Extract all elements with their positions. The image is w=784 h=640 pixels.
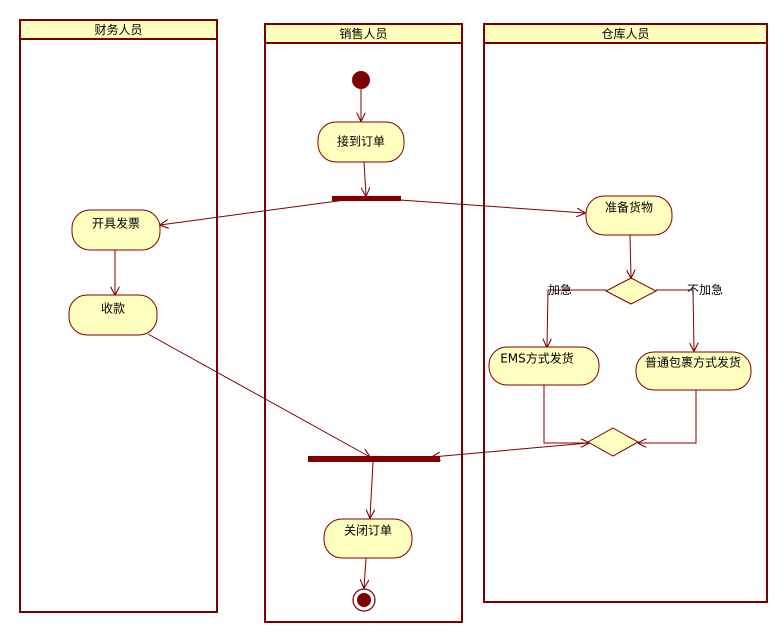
flow-fork-to-prepare [399,199,585,213]
lane-warehouse-body [483,23,768,603]
action-prepare-goods-label: 准备货物 [605,200,653,215]
final-node [352,588,376,612]
join-bar [308,456,440,462]
guard-not-urgent: 不加急 [687,282,723,297]
action-ems-ship: EMS方式发货 [488,346,600,386]
flow-receive-to-fork [364,161,366,196]
action-close-order: 关闭订单 [323,518,413,559]
fork-bar [332,196,401,201]
initial-node [352,71,370,89]
action-normal-ship-label: 普通包裹方式发货 [645,355,741,370]
flow-fork-to-invoice [160,199,346,225]
lane-sales-header [264,23,463,44]
flow-normal-to-merge [638,390,697,443]
flow-decision-to-ems [547,289,606,347]
action-normal-ship: 普通包裹方式发货 [635,351,752,391]
lane-warehouse-title: 仓库人员 [601,26,649,41]
lane-sales-title: 销售人员 [339,26,387,41]
flow-payment-to-join [147,333,370,457]
action-issue-invoice: 开具发票 [71,209,161,251]
decision-diamond [604,277,658,305]
action-issue-invoice-label: 开具发票 [92,216,140,231]
action-collect-payment-label: 收款 [101,302,125,316]
guard-urgent: 加急 [548,282,572,297]
flows [115,89,696,588]
flow-ems-to-merge [543,385,589,443]
lane-warehouse: 仓库人员 [483,23,768,603]
flow-prepare-to-decision [630,234,631,278]
action-collect-payment: 收款 [68,294,158,336]
action-ems-ship-label: EMS方式发货 [500,351,574,366]
action-receive-order-label: 接到订单 [337,134,385,149]
lane-finance: 财务人员 [19,19,218,613]
merge-diamond [586,427,640,457]
flow-decision-to-normal [656,289,694,351]
lane-finance-title: 财务人员 [94,22,142,37]
action-close-order-label: 关闭订单 [344,524,392,538]
flow-merge-to-join [432,442,589,457]
flow-join-to-close [370,461,373,518]
lane-finance-header [19,19,218,40]
action-prepare-goods: 准备货物 [585,195,673,236]
action-receive-order: 接到订单 [317,121,405,163]
lane-warehouse-header [483,23,768,44]
flow-close-to-final [364,557,366,588]
